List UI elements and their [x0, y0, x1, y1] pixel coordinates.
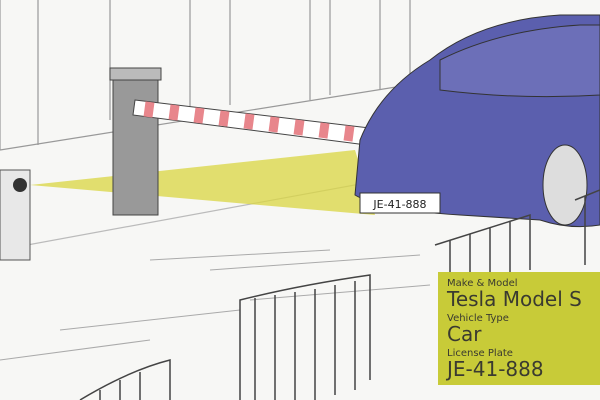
camera-beam: [30, 150, 375, 215]
make-model-label: Make & Model: [447, 278, 518, 289]
vehicle-type-value: Car: [447, 322, 482, 346]
car: JE-41-888: [354, 14, 600, 228]
camera-icon: [13, 178, 27, 192]
crowd-barriers: [79, 189, 600, 400]
camera-post: [0, 169, 31, 261]
license-plate-value: JE-41-888: [447, 357, 544, 381]
make-model-value: Tesla Model S: [447, 287, 582, 311]
vehicle-type-label: Vehicle Type: [447, 313, 509, 324]
license-plate-label: License Plate: [447, 348, 513, 359]
road-markings: [0, 249, 431, 361]
license-plate-text: JE-41-888: [372, 198, 426, 211]
vehicle-info-panel: Make & Model Tesla Model S Vehicle Type …: [438, 272, 600, 385]
